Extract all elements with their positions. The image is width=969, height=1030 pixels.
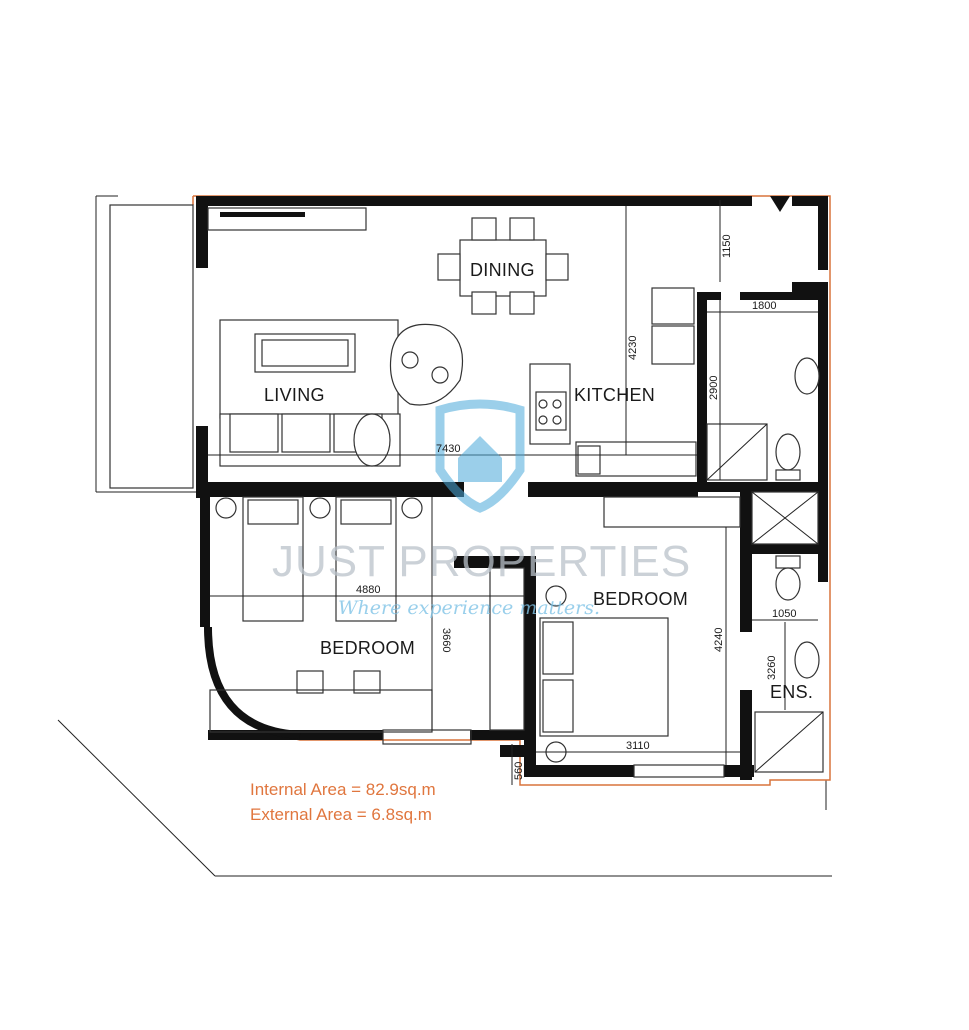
wardrobes	[489, 496, 741, 731]
dimension-lines	[208, 200, 818, 785]
dimension-560: 560	[513, 762, 525, 780]
dimension-1050: 1050	[772, 608, 796, 620]
site-lines	[57, 719, 832, 877]
dining-set	[437, 217, 569, 315]
sofa	[219, 413, 401, 467]
dimension-2900: 2900	[708, 376, 720, 400]
windows	[382, 491, 819, 778]
room-label-kitchen: KITCHEN	[574, 385, 655, 405]
double-bed	[539, 585, 669, 763]
tv-unit	[207, 207, 367, 231]
room-label-ensuite: ENS.	[770, 682, 813, 702]
curved-wall	[204, 626, 301, 739]
terrace-tiles	[95, 195, 196, 493]
room-label-dining: DINING	[470, 260, 535, 280]
watermark-title: JUST PROPERTIES	[272, 537, 691, 586]
kitchen-units	[529, 287, 697, 477]
room-label-living: LIVING	[264, 385, 325, 405]
dimension-4230: 4230	[627, 336, 639, 360]
dimension-1800: 1800	[752, 300, 776, 312]
armchair	[389, 323, 464, 406]
house-shield-logo-icon	[435, 399, 525, 513]
bathroom-fixtures	[706, 357, 824, 773]
dimension-4880: 4880	[356, 584, 380, 596]
dimension-3660: 3660	[440, 628, 452, 652]
dimension-7430: 7430	[436, 443, 460, 455]
dimension-3110: 3110	[626, 740, 650, 752]
room-label-bedroom-right: BEDROOM	[593, 589, 688, 609]
twin-beds	[209, 496, 433, 733]
watermark-tagline: Where experience matters.	[338, 597, 600, 619]
internal-area: Internal Area = 82.9sq.m	[250, 780, 436, 799]
entrance-arrow-icon	[770, 196, 790, 212]
dimension-1150: 1150	[721, 234, 733, 258]
dimension-4240: 4240	[713, 628, 725, 652]
room-label-bedroom-left: BEDROOM	[320, 638, 415, 658]
dimension-3260: 3260	[766, 656, 778, 680]
external-area: External Area = 6.8sq.m	[250, 805, 432, 824]
